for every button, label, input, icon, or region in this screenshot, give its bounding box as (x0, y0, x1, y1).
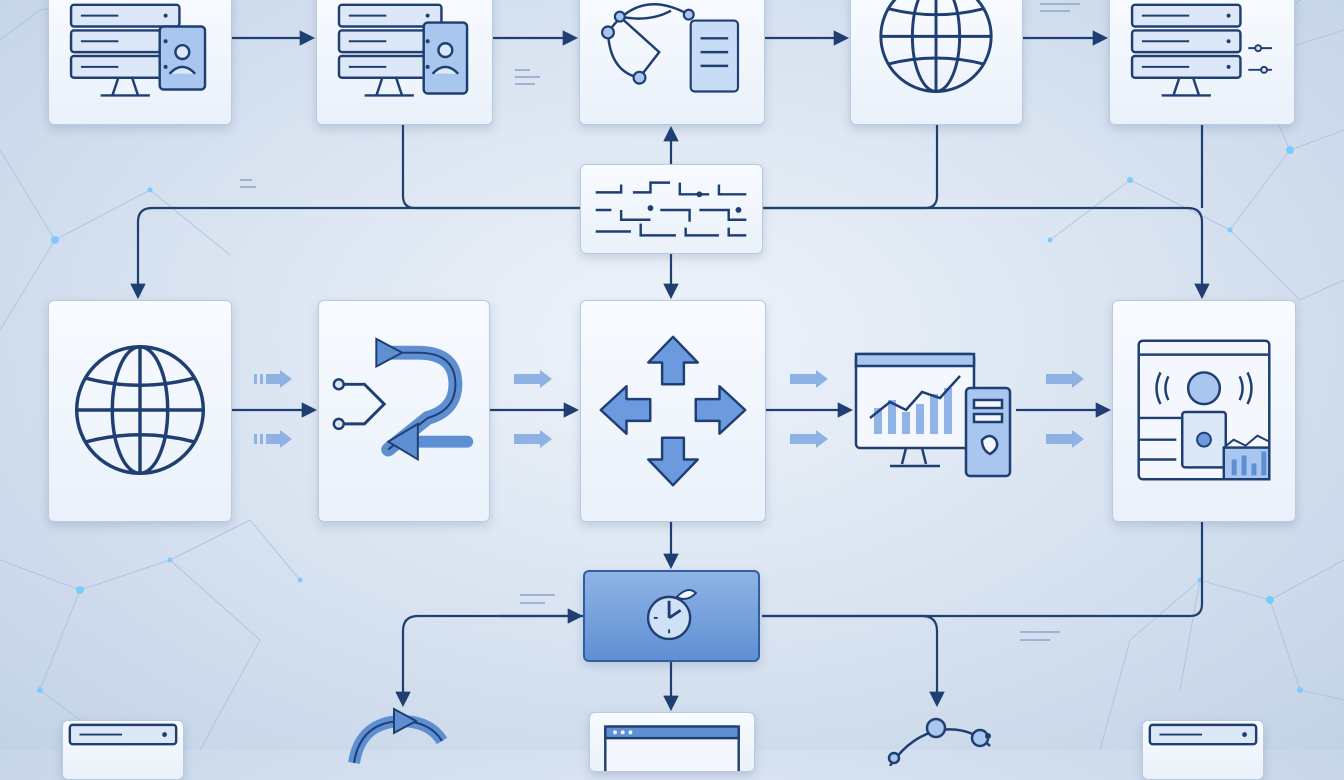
bus-left-branch (130, 206, 580, 300)
bus-top4-to-switch (763, 125, 939, 210)
node-bottom-4 (870, 706, 1020, 766)
node-mid-1[interactable] (48, 300, 232, 522)
server-user-icon (69, 3, 207, 97)
node-mid-4 (850, 348, 1016, 480)
bus-top2-to-switch (401, 125, 580, 210)
node-bottom-1[interactable] (62, 720, 184, 780)
node-mid-3[interactable] (580, 300, 766, 522)
globe-icon (879, 0, 993, 93)
bus-right-branch (763, 206, 1210, 300)
circuit-switch-icon (595, 181, 747, 237)
network-document-icon (600, 3, 740, 93)
globe-icon (74, 344, 206, 476)
node-bottom-2 (340, 705, 460, 765)
server-monitor-icon (1130, 3, 1272, 97)
four-direction-arrows-icon (599, 335, 747, 487)
server-icon (1148, 723, 1258, 746)
faint-flow-arrows (254, 370, 1084, 448)
node-hub[interactable] (583, 570, 760, 662)
server-user-icon (337, 3, 469, 97)
node-mid-5[interactable] (1112, 300, 1296, 522)
server-icon (68, 723, 178, 746)
network-nodes-icon (887, 717, 991, 766)
connector-left-return (395, 614, 582, 708)
node-mid-2[interactable] (318, 300, 490, 522)
connector-mid5-hub (762, 522, 1204, 618)
node-top-2[interactable] (316, 0, 493, 125)
node-top-1[interactable] (48, 0, 232, 125)
node-switch[interactable] (580, 164, 763, 254)
decorative-dashes (240, 3, 1080, 641)
node-top-5[interactable] (1109, 0, 1295, 125)
connector-layer (130, 30, 1210, 712)
security-dashboard-icon (1137, 339, 1271, 481)
node-top-3[interactable] (579, 0, 765, 125)
node-bottom-5[interactable] (1142, 720, 1264, 780)
clock-gauge-icon (646, 589, 698, 641)
node-top-4[interactable] (850, 0, 1023, 125)
connector-hub-bottom4 (762, 614, 945, 708)
node-bottom-3[interactable] (589, 712, 755, 772)
analytics-workstation-icon (854, 352, 1012, 478)
route-arrows-icon (332, 337, 474, 462)
browser-window-icon (604, 725, 740, 771)
refresh-icon (348, 707, 448, 765)
